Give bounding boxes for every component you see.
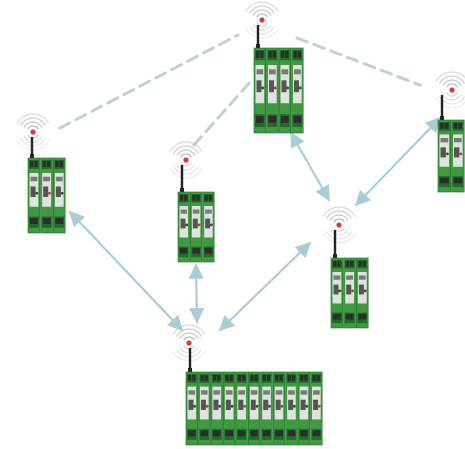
rail-module: [235, 371, 248, 446]
rail-module: [278, 47, 291, 134]
node-bottom-hub: [172, 324, 323, 446]
rail-module: [210, 371, 223, 446]
rail-module: [266, 47, 279, 134]
wireless-signal-icon: [169, 141, 203, 179]
rail-module: [356, 257, 369, 329]
rail-module: [343, 257, 356, 329]
rail-module: [272, 371, 286, 446]
rail-module: [247, 371, 261, 446]
rail-module: [297, 371, 311, 446]
node-right-edge: [435, 71, 465, 193]
link-node-right-edge-to-node-center-right-wired: [354, 116, 442, 207]
links-layer: [58, 33, 442, 332]
link-node-top-center-to-node-right-edge-wireless: [295, 36, 422, 87]
rail-module: [177, 191, 190, 263]
node-top-center: [245, 1, 304, 134]
link-node-center-left-to-node-top-center-wireless: [192, 78, 254, 147]
link-node-center-right-to-node-bottom-hub-wired: [218, 241, 312, 332]
rail-module: [291, 47, 304, 134]
rail-module: [260, 371, 273, 446]
rail-module: [40, 157, 53, 234]
rail-module: [437, 119, 451, 193]
link-node-left-to-node-top-center-wireless: [58, 33, 240, 130]
rail-module: [190, 191, 203, 263]
link-node-center-left-to-node-bottom-hub-wired: [188, 263, 205, 324]
rail-module: [310, 371, 323, 446]
rail-module: [253, 47, 266, 134]
rail-module: [198, 371, 211, 446]
node-center-left: [169, 141, 215, 263]
wireless-signal-icon: [322, 206, 356, 244]
link-node-left-to-node-bottom-hub-wired: [68, 210, 184, 332]
wireless-signal-icon: [245, 1, 279, 39]
rail-module: [330, 257, 344, 329]
rail-module: [285, 371, 298, 446]
rail-module: [451, 119, 465, 193]
wireless-signal-icon: [435, 71, 465, 109]
node-center-right: [322, 206, 369, 329]
node-left: [16, 113, 66, 234]
rail-module: [53, 157, 66, 234]
rail-module: [185, 371, 198, 446]
rail-module: [202, 191, 215, 263]
wireless-signal-icon: [172, 324, 206, 362]
rail-module: [223, 371, 236, 446]
link-node-top-center-to-node-center-right-wired: [289, 131, 331, 202]
rail-module: [27, 157, 41, 234]
nodes-layer: [16, 1, 465, 446]
